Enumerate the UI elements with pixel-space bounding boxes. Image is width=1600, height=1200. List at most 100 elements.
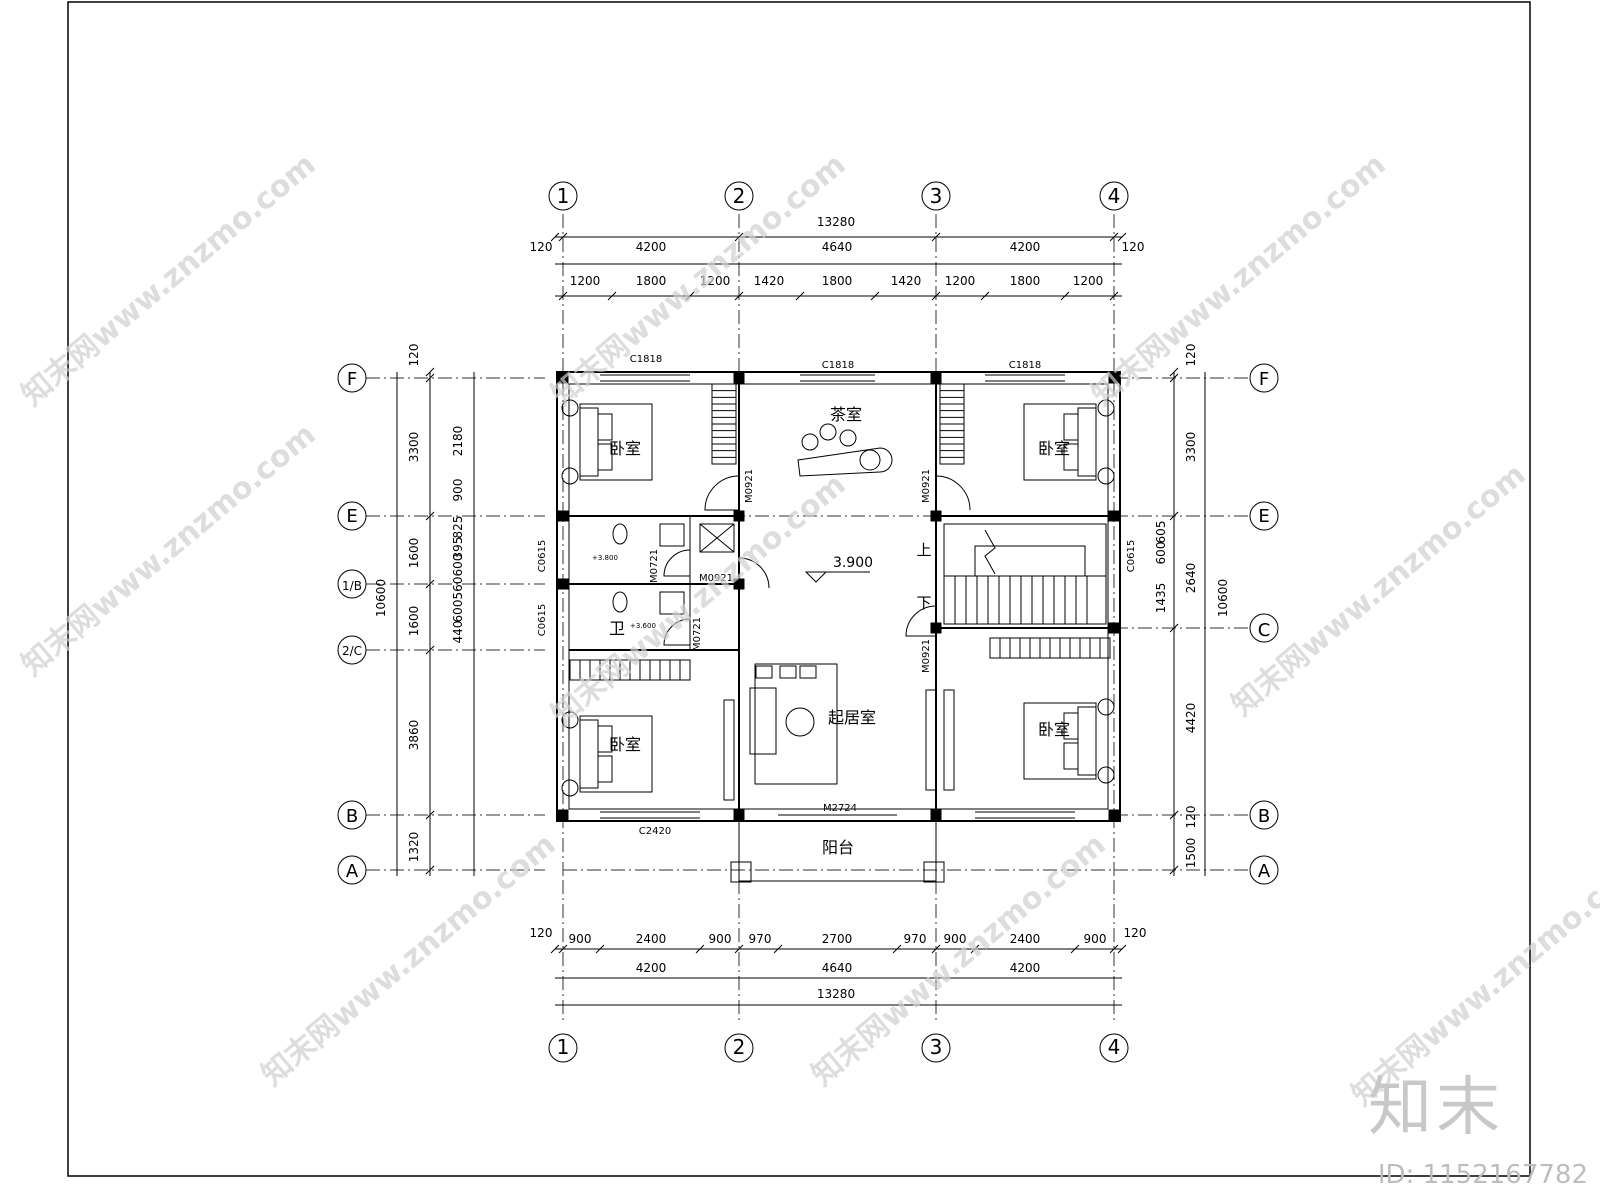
column-8	[557, 578, 569, 590]
dim-tick-left-1	[425, 373, 435, 383]
dim-tick-bottom-5	[773, 944, 783, 954]
bed-bl-headboard	[579, 719, 599, 789]
dim-top-overall: 13280	[817, 215, 855, 229]
dim-right-o3: 4420	[1184, 703, 1198, 734]
tea-stool-0	[801, 433, 819, 451]
brand-logo: 知末	[1368, 1071, 1504, 1145]
dim-tick-top-a-4	[1109, 232, 1119, 242]
dim-right-o5: 1500	[1184, 838, 1198, 869]
dim-top-r2-0: 120	[530, 240, 553, 254]
door-label-5: M0721	[692, 617, 703, 651]
column-10	[1108, 622, 1120, 634]
dim-right-i1: 600	[1154, 542, 1168, 565]
axis-bubble-left-4	[337, 800, 367, 830]
shaft-cross-b	[699, 523, 735, 553]
window-label-top-right: C1818	[1009, 360, 1041, 371]
dim-left-i3: 395	[451, 537, 465, 560]
dim-left-o5: 1320	[407, 832, 421, 863]
axis-label-top-4: 4	[1108, 184, 1121, 208]
dim-left-i2: 825	[451, 516, 465, 539]
bath-level-lower: +3.600	[630, 622, 656, 630]
exterior-wall-outer	[556, 371, 1121, 822]
dim-left-i6: 600	[451, 600, 465, 623]
dim-top-r2-1: 4200	[636, 240, 667, 254]
dim-left-o4: 3860	[407, 720, 421, 751]
dim-bottom-r1-3: 900	[709, 932, 732, 946]
dim-bottom-r1-10: 120	[1124, 926, 1147, 940]
dim-tick-left-0	[425, 367, 435, 377]
axis-bubble-right-0	[1249, 363, 1279, 393]
dim-tick-bottom-9	[1070, 944, 1080, 954]
sliding-door-right	[925, 689, 937, 791]
sink-upper	[659, 523, 685, 547]
window-label-side-right: C0615	[1126, 540, 1137, 572]
dim-top-r3-5: 1420	[891, 274, 922, 288]
column-0	[557, 372, 569, 384]
room-label-bedroom-tr: 卧室	[1038, 439, 1070, 458]
axis-bubble-left-1	[337, 501, 367, 531]
dim-bottom-r1-1: 900	[569, 932, 592, 946]
living-rug	[754, 663, 838, 785]
bed-bl-lamp-b	[561, 779, 579, 797]
door-swing-tr	[935, 475, 971, 511]
bed-br-lamp-a	[1097, 698, 1115, 716]
dim-top-r3-1: 1800	[636, 274, 667, 288]
dim-tick-top-b-3	[734, 291, 744, 301]
window-label-top-left: C1818	[630, 354, 662, 365]
bed-tl-pillow-a	[597, 413, 613, 441]
door-swing-living-left	[738, 557, 770, 589]
dim-tick-left-5	[425, 810, 435, 820]
dim-bottom-r2-2: 4200	[1010, 961, 1041, 975]
door-label-3: M0721	[649, 549, 660, 583]
axis-label-right-b: B	[1258, 806, 1270, 827]
axis-label-left-1b: 1/B	[342, 579, 362, 593]
axis-bubbles-right: F E C B A	[1258, 369, 1271, 882]
dim-tick-right-4	[1169, 810, 1179, 820]
dim-left-o1: 3300	[407, 432, 421, 463]
axis-bubble-bottom-3	[921, 1033, 951, 1063]
dim-tick-top-a-3	[931, 232, 941, 242]
bed-bl-pillow-a	[597, 725, 613, 753]
dim-left-i4: 600	[451, 554, 465, 577]
dim-tick-top-b-5	[870, 291, 880, 301]
bed-br-lamp-b	[1097, 766, 1115, 784]
column-11	[930, 622, 942, 634]
stair-handrail	[974, 545, 1086, 577]
sliding-door-right-b	[943, 689, 955, 791]
tea-table-round	[859, 449, 881, 471]
axis-label-right-f: F	[1259, 369, 1269, 390]
bed-br-headboard	[1077, 706, 1097, 776]
bed-tr-pillow-a	[1063, 413, 1079, 441]
door-swing-living-right	[905, 605, 937, 637]
dim-left-i7: 440	[451, 621, 465, 644]
dim-bottom-overall: 13280	[817, 987, 855, 1001]
window-label-side-left-2: C0615	[537, 604, 548, 636]
axis-label-bottom-4: 4	[1108, 1035, 1121, 1059]
column-4	[557, 510, 569, 522]
tea-table	[797, 447, 893, 477]
axis-bubbles-left: F E 1/B 2/C B A	[342, 369, 362, 882]
bed-tl-lamp-a	[561, 399, 579, 417]
dim-left-overall: 10600	[374, 579, 388, 617]
dim-bottom-r2-0: 4200	[636, 961, 667, 975]
tea-stool-2	[839, 429, 857, 447]
axis-label-bottom-1: 1	[557, 1035, 570, 1059]
axis-bubble-top-1	[548, 181, 578, 211]
dim-left-i5: 560	[451, 577, 465, 600]
dim-tick-bottom-2	[595, 944, 605, 954]
column-6	[930, 510, 942, 522]
dim-tick-bottom-6	[892, 944, 902, 954]
column-5	[733, 510, 745, 522]
axis-bubble-right-4	[1249, 855, 1279, 885]
dim-tick-bottom-11	[1117, 944, 1127, 954]
axis-bubble-right-3	[1249, 800, 1279, 830]
dim-tick-top-b-7	[980, 291, 990, 301]
axis-bubble-top-2	[724, 181, 754, 211]
dim-right-overall: 10600	[1216, 579, 1230, 617]
toilet-lower	[612, 591, 628, 613]
drawing-frame	[67, 1, 1531, 1177]
window-label-side-left-1: C0615	[537, 540, 548, 572]
dim-tick-bottom-4	[734, 944, 744, 954]
bed-tr-lamp-b	[1097, 467, 1115, 485]
